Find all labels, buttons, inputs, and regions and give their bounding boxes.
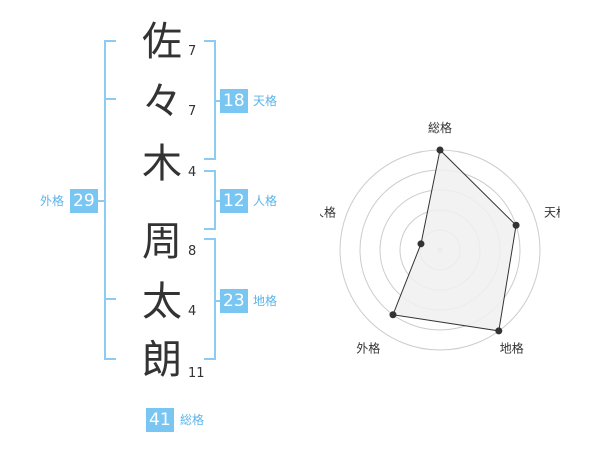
chikaku-value: 23: [220, 289, 248, 313]
radar-series-polygon: [392, 148, 517, 332]
jinkaku-value: 12: [220, 189, 248, 213]
stroke-count: 7: [188, 44, 197, 59]
radar-point-4: [389, 311, 397, 319]
bracket-tick: [216, 300, 220, 302]
radar-axis-label-3: 地格: [500, 341, 524, 356]
name-character: 周: [142, 219, 182, 265]
bracket-tick: [216, 200, 220, 202]
radar-point-2: [512, 221, 520, 229]
bracket-tick: [104, 298, 116, 300]
radar-point-5: [417, 240, 425, 248]
stroke-count: 7: [188, 104, 197, 119]
name-character: 々: [142, 79, 182, 125]
jinkaku-label: 人格: [253, 194, 278, 208]
radar-axis-label-2: 天格: [544, 204, 560, 219]
fortune-radar-chart: 総格天格地格 外格 人格: [320, 120, 560, 356]
soukaku-label: 総格: [180, 413, 205, 427]
radar-point-3: [495, 327, 503, 335]
stroke-count: 4: [188, 304, 197, 319]
jinkaku-bracket: [204, 170, 216, 230]
stroke-count: 4: [188, 165, 197, 180]
name-character: 木: [142, 141, 182, 187]
gaikaku-label: 外格: [40, 194, 65, 208]
radar-axis-label-4: 外格: [356, 341, 380, 356]
tenkaku-bracket: [204, 40, 216, 160]
bracket-tick: [104, 98, 116, 100]
stroke-count: 8: [188, 244, 197, 259]
bracket-tick: [216, 100, 220, 102]
tenkaku-value: 18: [220, 89, 248, 113]
name-character: 佐: [142, 19, 182, 65]
radar-point-1: [436, 146, 444, 154]
name-character: 太: [142, 279, 182, 325]
gaikaku-value: 29: [70, 189, 98, 213]
radar-axis-label-5: 人格: [320, 204, 336, 219]
stroke-count: 11: [188, 366, 205, 381]
chikaku-bracket: [204, 238, 216, 360]
gaikaku-bracket: [104, 40, 116, 360]
bracket-tick: [94, 200, 104, 202]
radar-axis-label-1: 総格: [428, 120, 452, 135]
soukaku-value: 41: [146, 408, 174, 432]
name-character: 朗: [142, 337, 182, 383]
tenkaku-label: 天格: [253, 94, 278, 108]
chikaku-label: 地格: [253, 294, 278, 308]
